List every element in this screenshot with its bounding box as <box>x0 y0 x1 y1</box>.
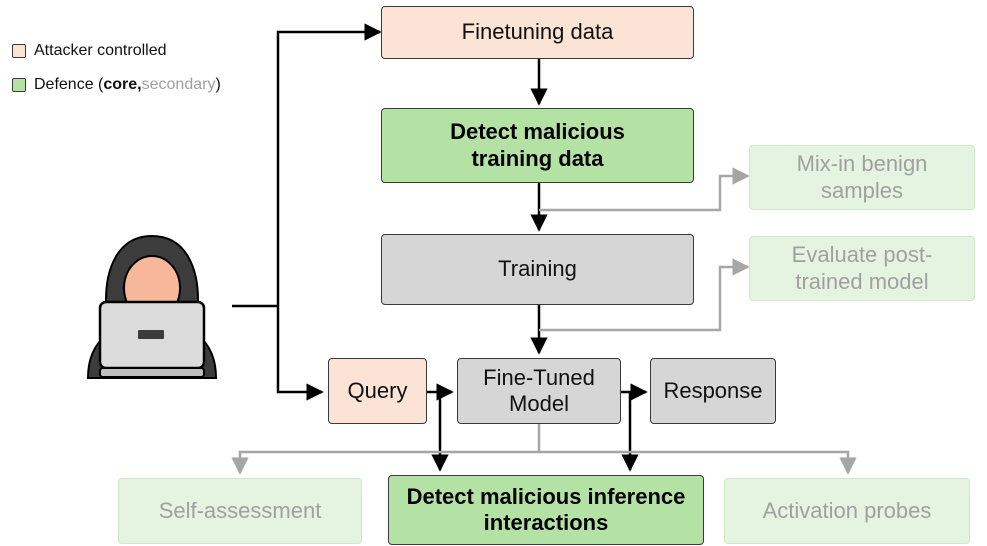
node-detect-inference: Detect malicious inference interactions <box>388 475 704 545</box>
edge-branch-query <box>276 306 324 401</box>
node-evaluate: Evaluate post-trained model <box>749 236 975 301</box>
node-activation-probes: Activation probes <box>724 478 970 544</box>
node-fine-tuned-model: Fine-Tuned Model <box>457 358 621 424</box>
node-response: Response <box>650 358 776 424</box>
legend-defence-secondary: secondary <box>141 76 216 93</box>
legend-defence-core: core, <box>103 76 142 93</box>
node-self-assessment: Self-assessment <box>118 478 362 544</box>
node-detect-training-data: Detect malicious training data <box>381 108 694 183</box>
legend-defence: Defence (core, secondary) <box>12 76 221 94</box>
edge-secondary-bus <box>231 424 541 475</box>
edge-evaluate <box>539 258 750 332</box>
legend-defence-suffix: ) <box>215 76 221 93</box>
node-query: Query <box>328 358 427 424</box>
edge-branch-finetuning <box>276 23 382 306</box>
node-finetuning-data: Finetuning data <box>381 6 694 59</box>
edge-mixin <box>539 167 750 212</box>
legend-attacker-label: Attacker controlled <box>34 42 167 59</box>
hacker-icon <box>86 234 218 379</box>
node-training: Training <box>381 234 694 305</box>
attacker-swatch <box>12 44 26 58</box>
defence-swatch <box>12 78 26 92</box>
legend-defence-prefix: Defence ( <box>34 76 104 93</box>
edge-activation <box>539 450 857 475</box>
node-mixin-benign: Mix-in benign samples <box>749 145 975 210</box>
legend-attacker: Attacker controlled <box>12 42 167 60</box>
